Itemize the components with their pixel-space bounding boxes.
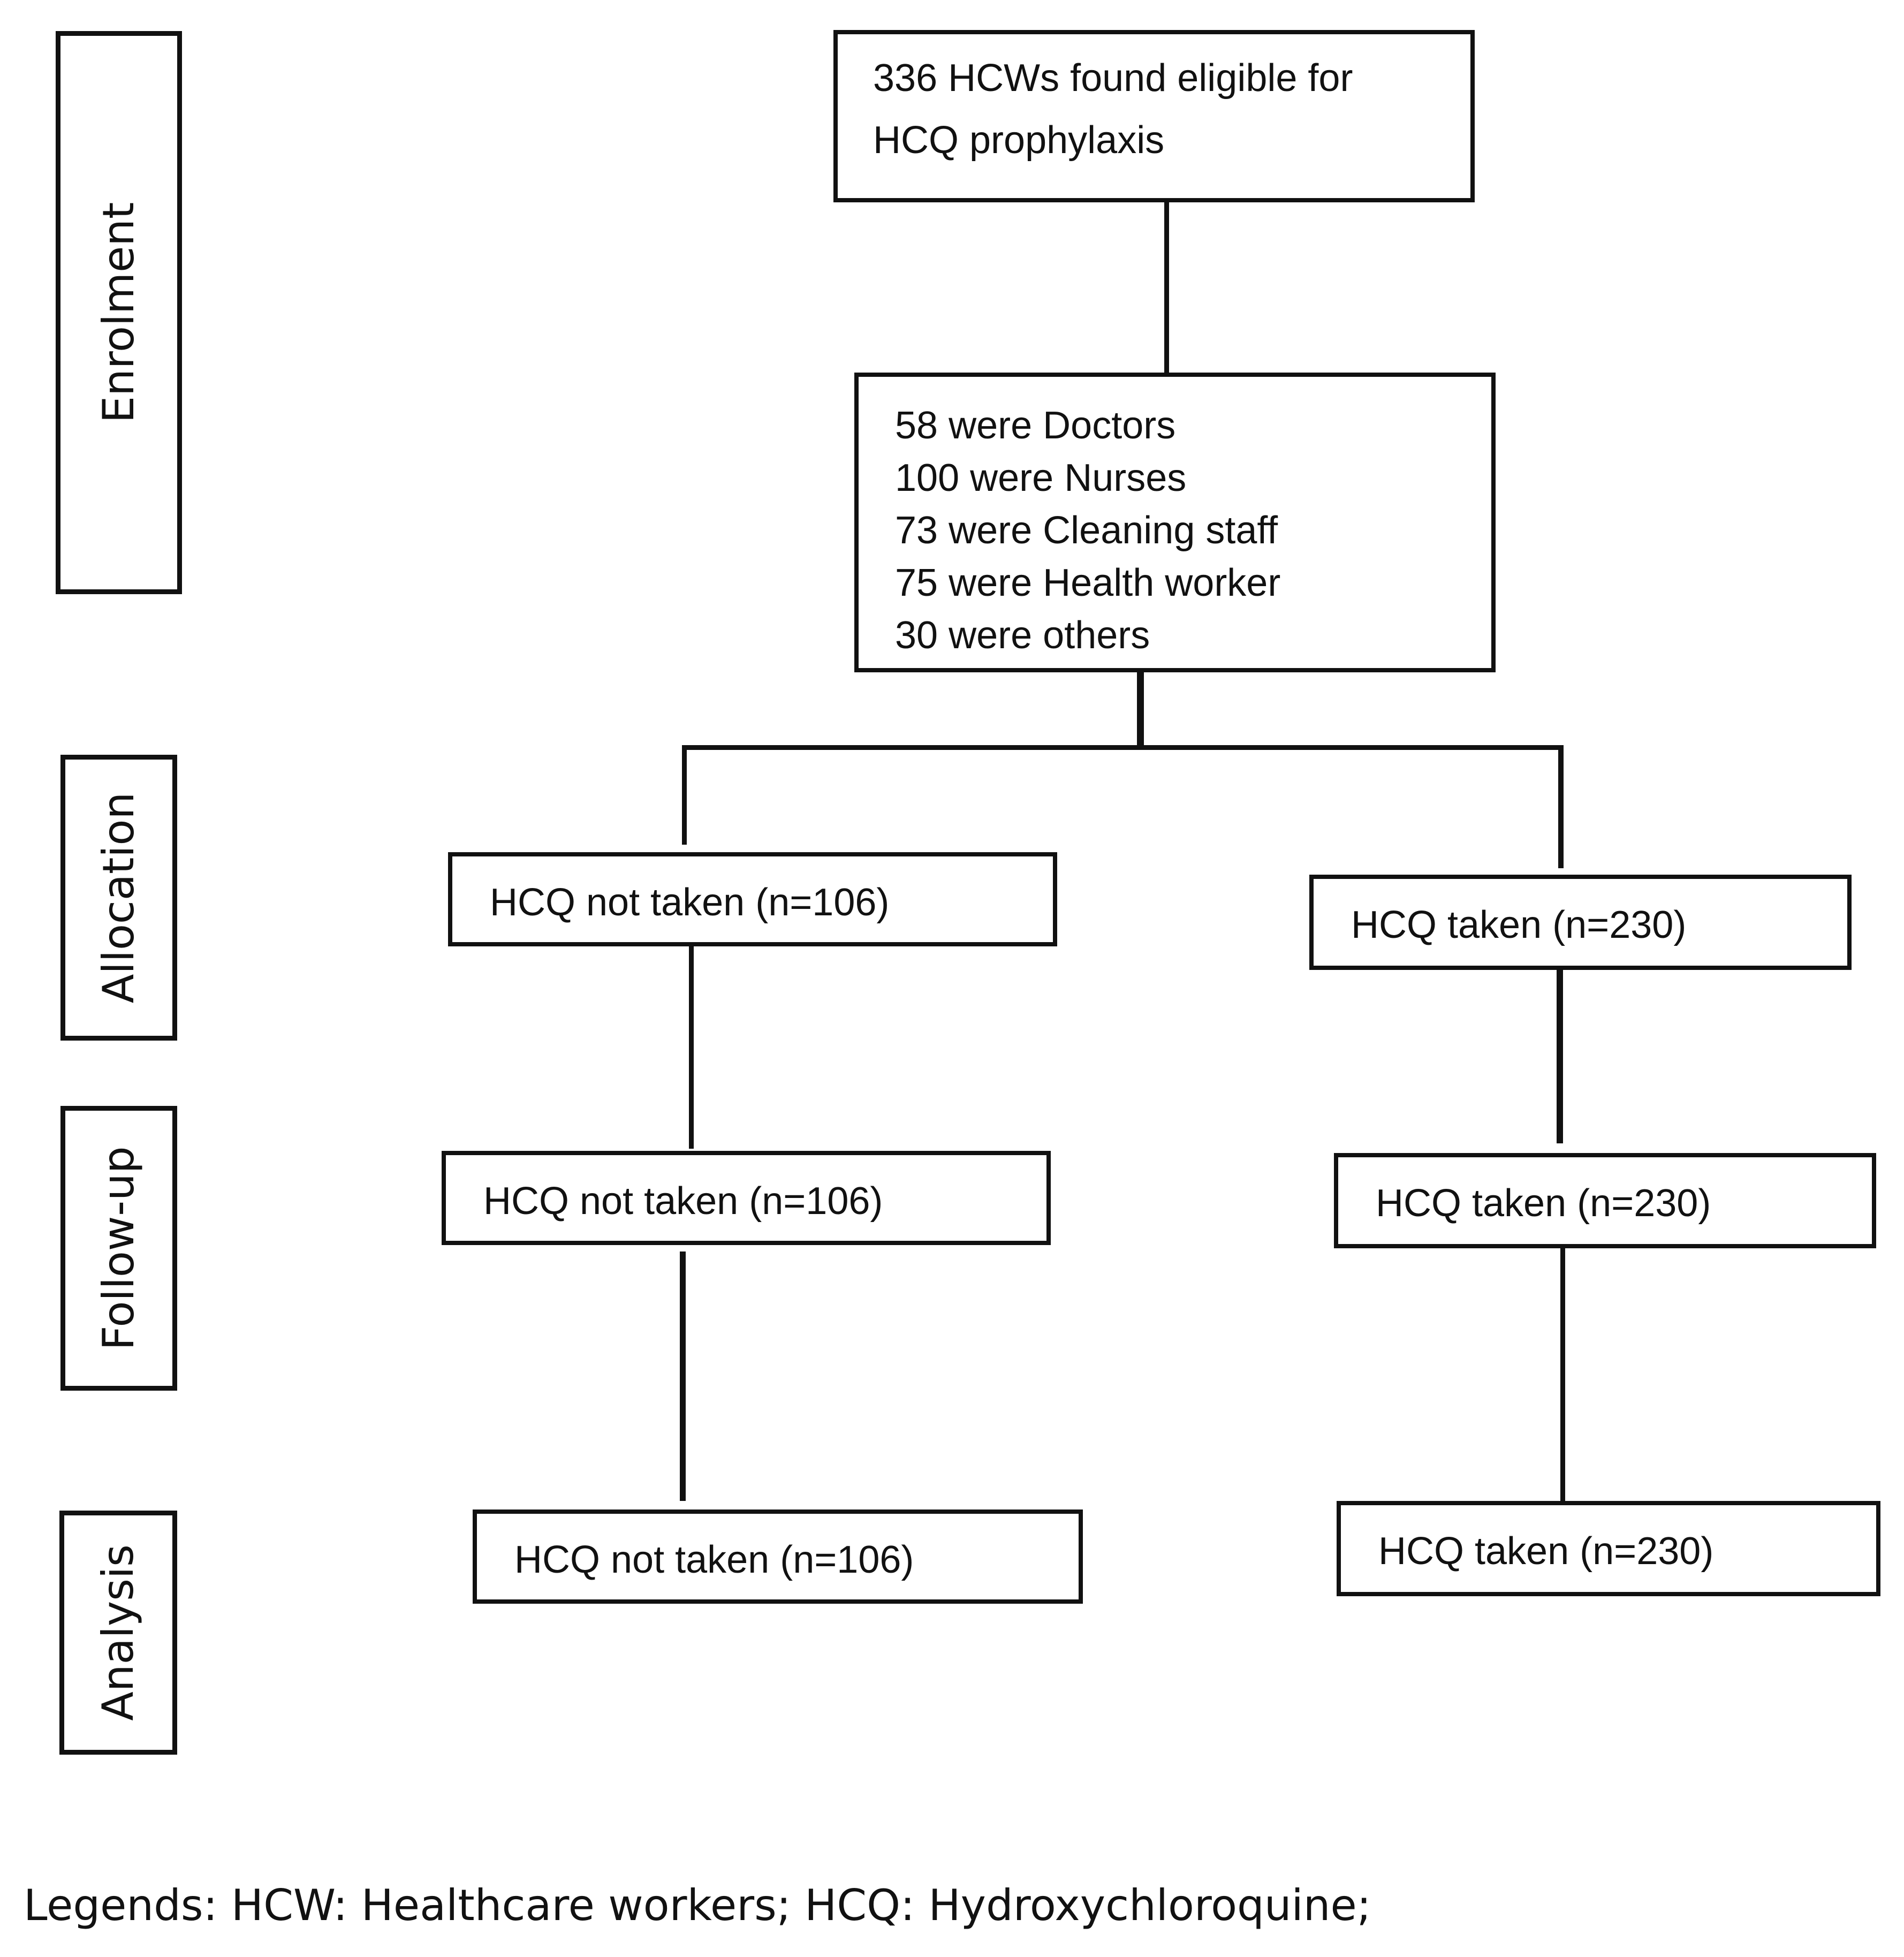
allocation-not-taken-label: HCQ not taken (n=106) (490, 881, 890, 924)
breakdown-box: 58 were Doctors 100 were Nurses 73 were … (854, 373, 1496, 672)
connector-split-left-down (682, 745, 687, 845)
breakdown-doctors: 58 were Doctors (895, 404, 1176, 447)
connector-breakdown-down (1137, 668, 1144, 749)
stage-allocation-label: Allocation (94, 792, 143, 1004)
allocation-not-taken-box: HCQ not taken (n=106) (448, 852, 1057, 946)
breakdown-list: 58 were Doctors 100 were Nurses 73 were … (895, 399, 1280, 662)
connector-eligible-to-breakdown (1164, 202, 1169, 382)
analysis-not-taken-box: HCQ not taken (n=106) (473, 1510, 1083, 1604)
connector-left-followup-to-analysis (680, 1251, 686, 1501)
stage-follow-up-box: Follow-up (60, 1106, 177, 1391)
connector-right-allocation-to-followup (1557, 968, 1563, 1143)
breakdown-nurses: 100 were Nurses (895, 457, 1187, 499)
follow-up-taken-box: HCQ taken (n=230) (1334, 1153, 1876, 1248)
follow-up-not-taken-box: HCQ not taken (n=106) (442, 1151, 1051, 1245)
breakdown-others: 30 were others (895, 614, 1150, 657)
connector-split-right-down (1558, 745, 1564, 868)
breakdown-cleaning-staff: 73 were Cleaning staff (895, 509, 1278, 552)
stage-analysis-label: Analysis (93, 1544, 143, 1721)
follow-up-taken-label: HCQ taken (n=230) (1376, 1182, 1711, 1225)
eligible-box: 336 HCWs found eligible for HCQ prophyla… (833, 30, 1475, 202)
connector-right-followup-to-analysis (1560, 1247, 1565, 1501)
eligible-line-2: HCQ prophylaxis (873, 119, 1165, 162)
connector-left-allocation-to-followup (689, 945, 694, 1149)
stage-enrolment-label: Enrolment (94, 202, 143, 423)
connector-split-horizontal (682, 745, 1563, 750)
breakdown-health-worker: 75 were Health worker (895, 562, 1281, 604)
analysis-taken-label: HCQ taken (n=230) (1378, 1530, 1714, 1573)
allocation-taken-label: HCQ taken (n=230) (1351, 904, 1687, 946)
allocation-taken-box: HCQ taken (n=230) (1309, 875, 1852, 970)
analysis-taken-box: HCQ taken (n=230) (1337, 1501, 1880, 1596)
follow-up-not-taken-label: HCQ not taken (n=106) (483, 1180, 883, 1223)
stage-allocation-box: Allocation (60, 755, 177, 1041)
eligible-line-1: 336 HCWs found eligible for (873, 57, 1353, 100)
stage-follow-up-label: Follow-up (94, 1146, 143, 1351)
analysis-not-taken-label: HCQ not taken (n=106) (514, 1538, 914, 1581)
legend-text: Legends: HCW: Healthcare workers; HCQ: H… (24, 1880, 1371, 1930)
stage-enrolment-box: Enrolment (56, 31, 182, 594)
stage-analysis-box: Analysis (59, 1511, 177, 1755)
